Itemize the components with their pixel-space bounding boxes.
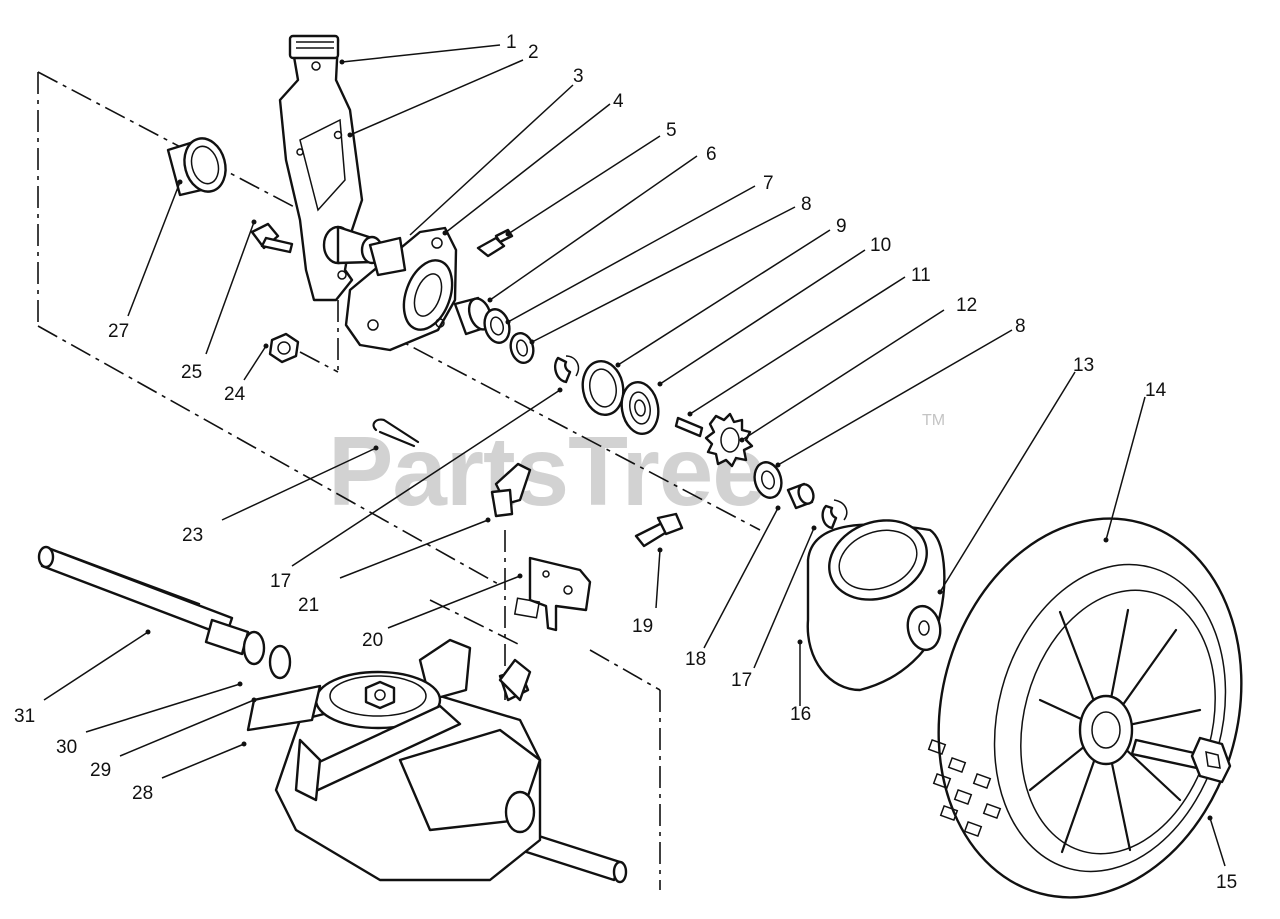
- label-4: 4: [613, 91, 624, 112]
- label-15: 15: [1216, 872, 1237, 893]
- washer-8-lower: [753, 461, 783, 499]
- label-8b: 8: [1015, 316, 1026, 337]
- bolt-19: [634, 512, 684, 548]
- tread-pattern: [927, 738, 1002, 838]
- label-29: 29: [90, 760, 111, 781]
- shift-key-21: [490, 462, 532, 518]
- label-6: 6: [706, 144, 717, 165]
- wheel-bolt-15: [1130, 736, 1232, 784]
- label-20: 20: [362, 630, 383, 651]
- label-5: 5: [666, 120, 677, 141]
- label-17a: 17: [731, 670, 752, 691]
- label-25: 25: [181, 362, 202, 383]
- ring-9: [581, 359, 625, 417]
- bearing-10: [620, 381, 660, 435]
- nut-24: [268, 332, 300, 364]
- label-7: 7: [763, 173, 774, 194]
- label-1: 1: [506, 32, 517, 53]
- label-9: 9: [836, 216, 847, 237]
- bracket-20: [513, 556, 592, 632]
- label-24: 24: [224, 384, 246, 405]
- label-18: 18: [685, 649, 706, 670]
- label-28: 28: [132, 783, 153, 804]
- bushing-18: [786, 482, 815, 510]
- transmission-gearbox: [246, 638, 542, 882]
- label-12: 12: [956, 295, 977, 316]
- shift-lever-1-2: [278, 34, 384, 302]
- watermark-trademark: TM: [922, 412, 945, 429]
- e-ring-17-lower: [821, 499, 848, 530]
- label-2: 2: [528, 42, 539, 63]
- label-16: 16: [790, 704, 811, 725]
- part-number-labels: 1 2 3 4 5 6 7 8 9 10 11 12 8 13 14 15 16…: [14, 32, 1237, 893]
- cotter-pin-23: [372, 418, 420, 448]
- key-11: [674, 416, 704, 438]
- e-ring-17-upper: [554, 355, 580, 384]
- axle-shaft-31: [37, 545, 628, 884]
- washer-8: [509, 332, 535, 364]
- leader-lines: [43, 44, 1226, 867]
- label-27: 27: [108, 321, 129, 342]
- label-30: 30: [56, 737, 77, 758]
- label-31: 31: [14, 706, 35, 727]
- label-8a: 8: [801, 194, 812, 215]
- label-11: 11: [911, 265, 931, 286]
- drive-cup-16: [806, 519, 946, 692]
- label-13: 13: [1073, 355, 1094, 376]
- label-14: 14: [1145, 380, 1167, 401]
- label-21: 21: [298, 595, 319, 616]
- label-3: 3: [573, 66, 584, 87]
- label-10: 10: [870, 235, 891, 256]
- construction-lines: [37, 71, 761, 890]
- bolt-25: [250, 222, 294, 254]
- grease-fitting-5: [476, 228, 514, 258]
- leader-dots: [145, 59, 1213, 821]
- label-17b: 17: [270, 571, 291, 592]
- wheel-14: [927, 517, 1243, 899]
- label-19: 19: [632, 616, 653, 637]
- bearing-housing-3-4: [344, 226, 458, 352]
- label-23: 23: [182, 525, 203, 546]
- pinion-gear-12: [704, 412, 754, 468]
